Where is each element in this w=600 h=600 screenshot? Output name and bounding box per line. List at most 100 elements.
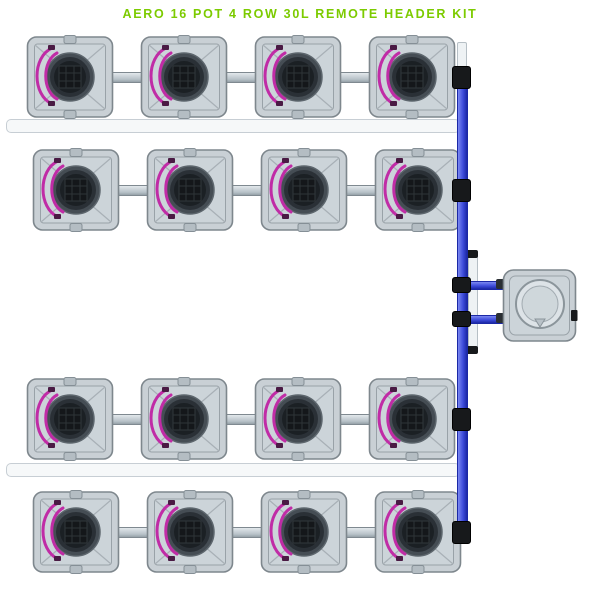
pot-graphic <box>368 35 456 119</box>
pot-mesh-icon <box>292 178 316 202</box>
pot-row4-col3 <box>260 490 348 574</box>
hose-clip-icon <box>282 158 289 219</box>
header-riser-pipe <box>468 256 478 350</box>
pot-clip-top <box>177 377 191 386</box>
pot-clip-bottom <box>69 223 83 232</box>
pot-row4-col1 <box>32 490 120 574</box>
hose-clip-icon <box>282 500 289 561</box>
pot-row1-col3 <box>254 35 342 119</box>
header-riser-cap-top <box>464 250 478 258</box>
pot-mesh-icon <box>400 65 424 89</box>
pot-graphic <box>374 490 462 574</box>
tank-port <box>571 310 578 321</box>
pot-clip-bottom <box>405 452 419 461</box>
pot-clip-top <box>69 148 83 157</box>
pot-row2-col1 <box>32 148 120 232</box>
pot-row1-col4 <box>368 35 456 119</box>
pot-clip-bottom <box>69 565 83 574</box>
pot-row4-col2 <box>146 490 234 574</box>
pot-clip-bottom <box>177 452 191 461</box>
header-tank <box>502 268 578 344</box>
pot-mesh-icon <box>178 520 202 544</box>
pot-clip-top <box>177 35 191 44</box>
pink-hose-icon <box>383 501 407 561</box>
pot-mesh-icon <box>64 520 88 544</box>
pink-hose-icon <box>155 159 179 219</box>
pink-hose-icon <box>149 46 173 106</box>
pot-graphic <box>254 377 342 461</box>
pot-mesh-icon <box>64 178 88 202</box>
pot-graphic <box>260 148 348 232</box>
pot-mesh-icon <box>178 178 202 202</box>
pot-graphic <box>146 148 234 232</box>
drain-rail-bottom <box>6 463 460 477</box>
main-riser-pipe <box>457 70 468 540</box>
tee-fitting-row2 <box>452 179 471 202</box>
pink-hose-icon <box>377 46 401 106</box>
pink-hose-icon <box>383 159 407 219</box>
pink-hose-icon <box>41 159 65 219</box>
pot-clip-top <box>411 148 425 157</box>
tee-fitting-row1 <box>452 66 471 89</box>
pot-clip-top <box>69 490 83 499</box>
pot-row2-col2 <box>146 148 234 232</box>
pot-clip-top <box>405 377 419 386</box>
pot-clip-top <box>63 35 77 44</box>
pot-clip-top <box>297 490 311 499</box>
pot-clip-bottom <box>177 110 191 119</box>
pot-clip-bottom <box>183 565 197 574</box>
pot-row2-col3 <box>260 148 348 232</box>
tee-fitting-header-bottom <box>452 311 471 327</box>
pot-mesh-icon <box>58 407 82 431</box>
tank-connector-bottom <box>496 313 505 323</box>
drain-rail-top <box>6 119 460 133</box>
pot-row3-col3 <box>254 377 342 461</box>
pot-clip-bottom <box>183 223 197 232</box>
tank-connector-top <box>496 279 505 289</box>
pot-clip-top <box>297 148 311 157</box>
pot-clip-top <box>183 490 197 499</box>
pot-mesh-icon <box>406 520 430 544</box>
pot-mesh-icon <box>292 520 316 544</box>
pink-hose-icon <box>269 501 293 561</box>
hose-clip-icon <box>168 158 175 219</box>
pot-row3-col4 <box>368 377 456 461</box>
pot-clip-top <box>291 35 305 44</box>
pot-mesh-icon <box>400 407 424 431</box>
hose-clip-icon <box>276 387 283 448</box>
pot-clip-bottom <box>411 223 425 232</box>
pink-hose-icon <box>377 388 401 448</box>
pot-mesh-icon <box>286 65 310 89</box>
pot-clip-bottom <box>411 565 425 574</box>
pot-graphic <box>26 35 114 119</box>
pot-clip-bottom <box>63 110 77 119</box>
pot-graphic <box>146 490 234 574</box>
hose-clip-icon <box>396 158 403 219</box>
pot-clip-top <box>411 490 425 499</box>
pink-hose-icon <box>35 46 59 106</box>
pot-clip-bottom <box>291 110 305 119</box>
pink-hose-icon <box>263 46 287 106</box>
pot-clip-bottom <box>297 565 311 574</box>
hose-clip-icon <box>396 500 403 561</box>
hose-clip-icon <box>162 45 169 106</box>
hose-clip-icon <box>54 500 61 561</box>
tank-lid-inner <box>521 285 559 323</box>
pot-clip-top <box>291 377 305 386</box>
hose-clip-icon <box>48 45 55 106</box>
pot-row1-col2 <box>140 35 228 119</box>
pot-graphic <box>140 35 228 119</box>
hose-clip-icon <box>276 45 283 106</box>
hose-clip-icon <box>162 387 169 448</box>
pot-clip-bottom <box>405 110 419 119</box>
pink-hose-icon <box>35 388 59 448</box>
pot-mesh-icon <box>58 65 82 89</box>
hose-clip-icon <box>390 387 397 448</box>
pot-graphic <box>32 490 120 574</box>
pot-graphic <box>260 490 348 574</box>
pot-graphic <box>254 35 342 119</box>
pot-clip-top <box>63 377 77 386</box>
pink-hose-icon <box>263 388 287 448</box>
pink-hose-icon <box>149 388 173 448</box>
